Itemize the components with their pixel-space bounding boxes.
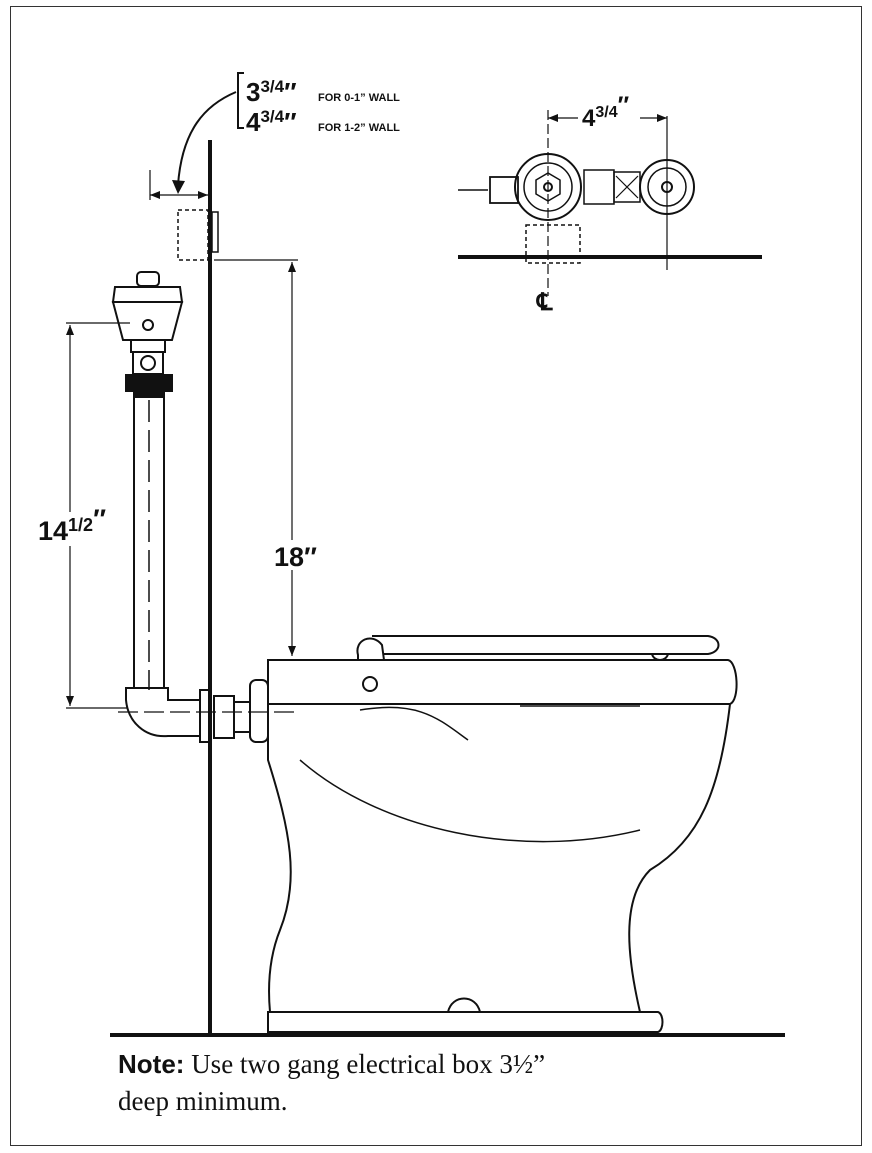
wall-a-label: FOR 0-1” WALL	[318, 92, 400, 104]
offset-arrow-right	[198, 191, 208, 199]
rim-label-bg	[270, 540, 326, 570]
wall-b-dim: 43/4″	[246, 107, 297, 137]
pipe-elbow	[125, 687, 201, 738]
dimension-bracket	[237, 72, 244, 129]
spacing-label-bg	[578, 100, 640, 130]
spud-coupling	[213, 695, 235, 739]
toilet-bowl	[267, 635, 738, 1033]
pipe-arrow-bottom	[66, 696, 74, 706]
rim-height-dim: 18″	[274, 542, 317, 572]
pipe-arrow-top	[66, 325, 74, 335]
wall-a-dim: 33/4″	[246, 77, 297, 107]
installation-note: Note: Use two gang electrical box 3½” de…	[118, 1046, 718, 1120]
rim-arrow-top	[288, 262, 296, 272]
spud-nut	[233, 701, 251, 733]
wall-flange	[199, 689, 211, 743]
electrical-box	[177, 209, 209, 261]
note-text-1: Use two gang electrical box 3½”	[184, 1049, 546, 1079]
note-line-1: Note: Use two gang electrical box 3½”	[118, 1046, 718, 1083]
spud-flange	[249, 679, 269, 743]
pipe-height-dim: 141/2″	[38, 504, 106, 546]
note-line-2: deep minimum.	[118, 1086, 288, 1116]
wall-b-label: FOR 1-2” WALL	[318, 122, 400, 134]
centerline-symbol: ℄	[536, 289, 553, 316]
diagram-frame	[10, 6, 862, 1146]
pipe-label-bg	[36, 512, 116, 546]
leader-arrowhead	[172, 180, 185, 194]
wall-plate	[211, 211, 219, 253]
note-label: Note:	[118, 1049, 185, 1079]
leader-curve	[177, 91, 237, 186]
spacing-dim: 43/4″	[582, 92, 630, 132]
flush-valve	[111, 271, 184, 398]
plan-view	[458, 110, 762, 296]
offset-arrow-left	[150, 191, 160, 199]
rim-arrow-bottom	[288, 646, 296, 656]
